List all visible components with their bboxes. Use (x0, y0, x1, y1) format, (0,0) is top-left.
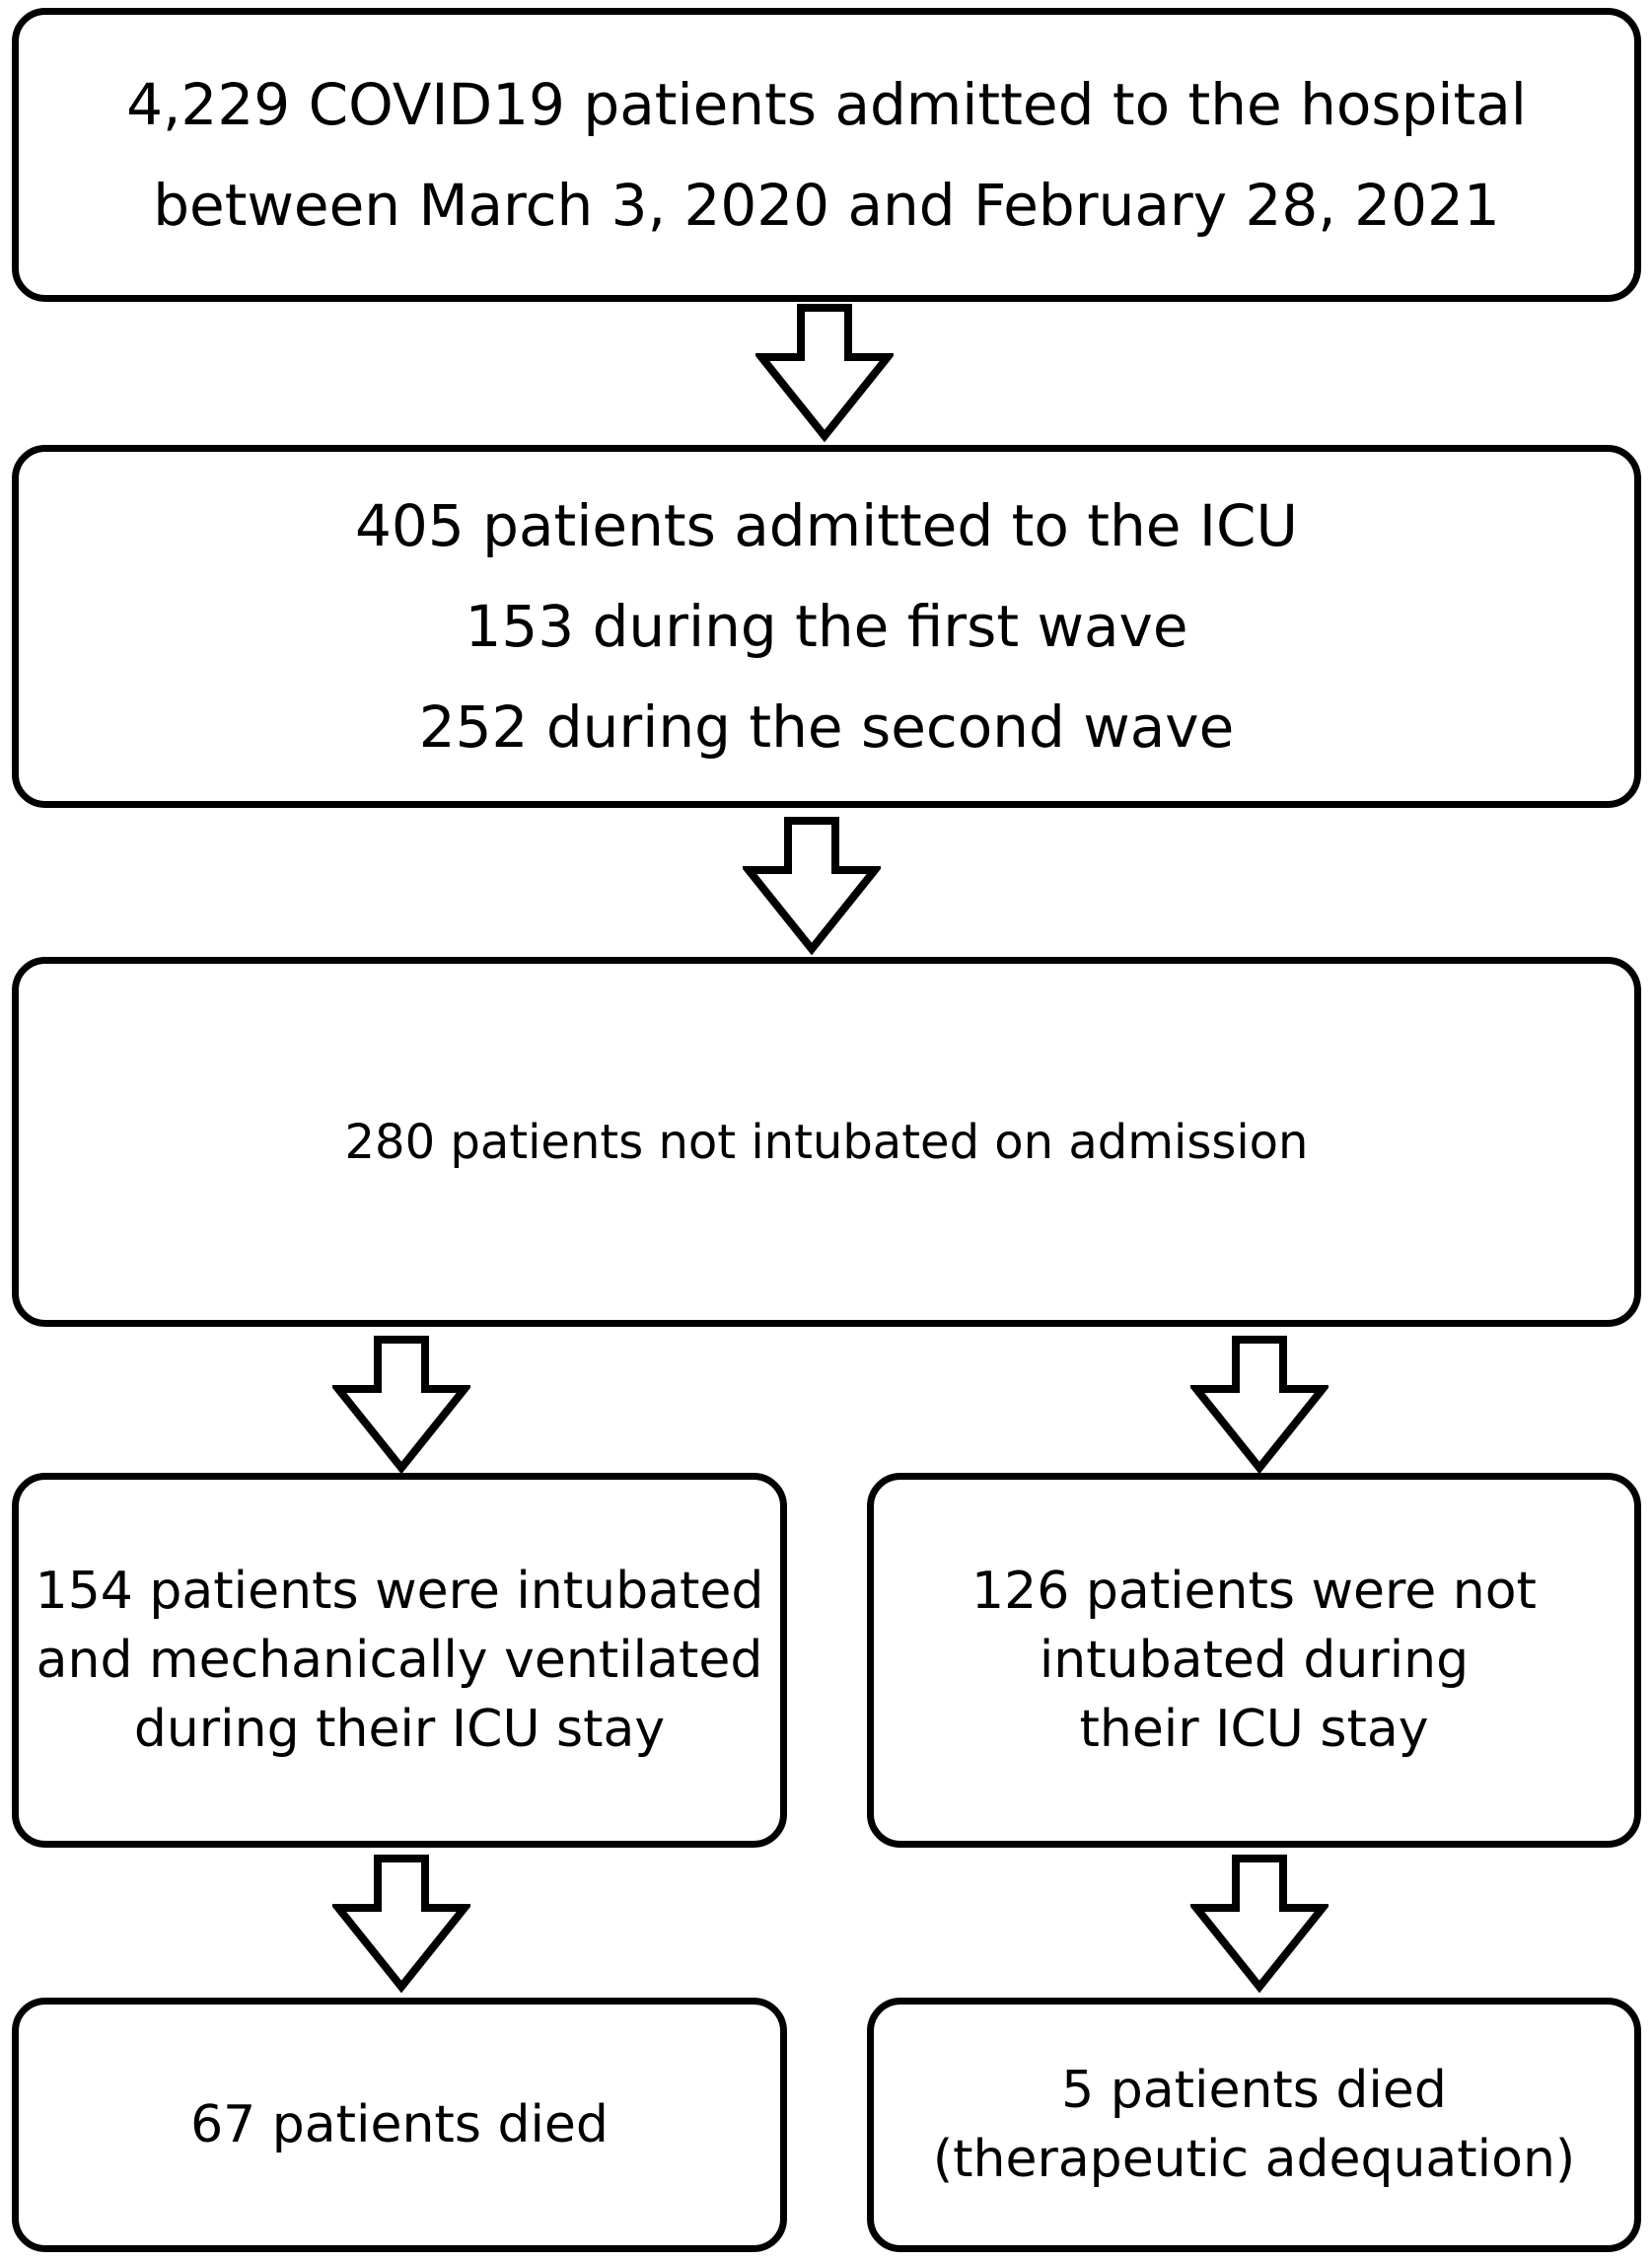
intubated-box: 154 patients were intubated and mechanic… (12, 1473, 787, 1848)
down-arrow-icon (332, 1336, 470, 1474)
intubated-deaths-box: 67 patients died (12, 1998, 787, 2252)
down-arrow-icon (332, 1855, 470, 1993)
box-text-line: intubated during (1039, 1631, 1470, 1690)
box-text-line: 67 patients died (190, 2095, 609, 2154)
box-text-line: 252 during the second wave (418, 693, 1235, 761)
icu-admissions-box: 405 patients admitted to the ICU 153 dur… (12, 445, 1641, 808)
not-intubated-on-admission-box: 280 patients not intubated on admission (12, 957, 1641, 1327)
box-text-line: 5 patients died (1061, 2061, 1447, 2120)
box-text-line: 405 patients admitted to the ICU (355, 492, 1298, 559)
not-intubated-box: 126 patients were not intubated during t… (867, 1473, 1641, 1848)
box-text-line: between March 3, 2020 and February 28, 2… (153, 172, 1500, 239)
box-text-line: 4,229 COVID19 patients admitted to the h… (126, 71, 1527, 138)
box-text-line: 153 during the first wave (465, 593, 1188, 660)
box-text-line: and mechanically ventilated (36, 1631, 763, 1690)
box-text-line: their ICU stay (1079, 1700, 1429, 1759)
down-arrow-icon (1190, 1336, 1329, 1474)
box-text-line: during their ICU stay (133, 1700, 666, 1759)
down-arrow-icon (755, 304, 894, 442)
down-arrow-icon (743, 817, 881, 955)
box-text-line: 126 patients were not (971, 1562, 1537, 1621)
down-arrow-icon (1190, 1855, 1329, 1993)
box-text-line: 154 patients were intubated (35, 1562, 764, 1621)
box-text-line: (therapeutic adequation) (932, 2130, 1576, 2189)
hospital-admissions-box: 4,229 COVID19 patients admitted to the h… (12, 8, 1641, 302)
not-intubated-deaths-box: 5 patients died (therapeutic adequation) (867, 1998, 1641, 2252)
box-text-line: 280 patients not intubated on admission (344, 1114, 1309, 1170)
